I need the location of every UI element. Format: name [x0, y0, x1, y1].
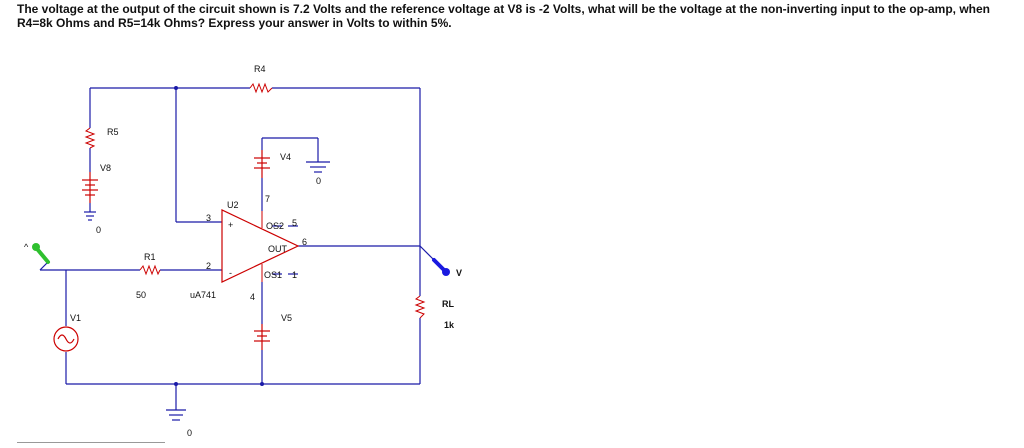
label-pin-1: 1	[292, 270, 297, 280]
voltage-probe-green[interactable]	[32, 243, 50, 271]
label-out: OUT	[268, 244, 288, 254]
label-gnd-v4: 0	[316, 176, 321, 186]
resistor-r5	[84, 127, 96, 149]
ac-source-v1	[53, 326, 79, 352]
ground-symbol-bottom	[166, 409, 186, 421]
question-line-1: The voltage at the output of the circuit…	[17, 2, 991, 16]
ground-symbol-v8	[84, 211, 96, 221]
question-line-2: R4=8k Ohms and R5=14k Ohms? Express your…	[17, 16, 452, 30]
label-r4: R4	[254, 64, 266, 74]
label-r5: R5	[107, 127, 119, 137]
labels: R4 R5 V8 V4 0 U2 3 2 6 7 4 5 1 + - OS2 O…	[24, 64, 462, 438]
label-gnd-bottom: 0	[187, 428, 192, 438]
dc-source-v5	[254, 324, 270, 350]
label-probe-caret: ^	[24, 242, 29, 252]
question-text: The voltage at the output of the circuit…	[17, 2, 1017, 30]
label-pin-5: 5	[292, 218, 297, 228]
label-r1: R1	[144, 252, 156, 262]
junctions	[174, 86, 264, 386]
label-probe-v: V	[456, 268, 462, 278]
dc-source-v8	[82, 172, 98, 203]
ground-symbol-v4	[306, 161, 330, 173]
resistor-r4	[249, 82, 273, 94]
label-pin-4: 4	[250, 292, 255, 302]
dc-source-v4	[254, 150, 270, 178]
label-v4: V4	[280, 152, 291, 162]
bottom-divider	[17, 442, 165, 443]
label-pin-7: 7	[265, 194, 270, 204]
op-amp-u2	[221, 209, 300, 283]
label-v1: V1	[70, 313, 81, 323]
label-gnd-v8: 0	[96, 225, 101, 235]
label-r1-value: 50	[136, 290, 146, 300]
resistor-rl	[414, 295, 426, 319]
label-plus: +	[228, 220, 233, 230]
label-ua741: uA741	[190, 290, 216, 300]
label-minus: -	[229, 268, 232, 278]
label-pin-2: 2	[206, 261, 211, 271]
resistor-r1	[139, 264, 161, 276]
voltage-probe-blue[interactable]	[419, 245, 450, 276]
label-os2: OS2	[266, 221, 284, 231]
label-v8: V8	[100, 163, 111, 173]
label-rl: RL	[442, 299, 454, 309]
label-pin-6: 6	[302, 237, 307, 247]
wires	[40, 87, 421, 410]
label-u2: U2	[227, 200, 239, 210]
label-os1: OS1	[264, 270, 282, 280]
label-pin-3: 3	[206, 213, 211, 223]
label-v5: V5	[281, 313, 292, 323]
label-rl-value: 1k	[444, 320, 455, 330]
